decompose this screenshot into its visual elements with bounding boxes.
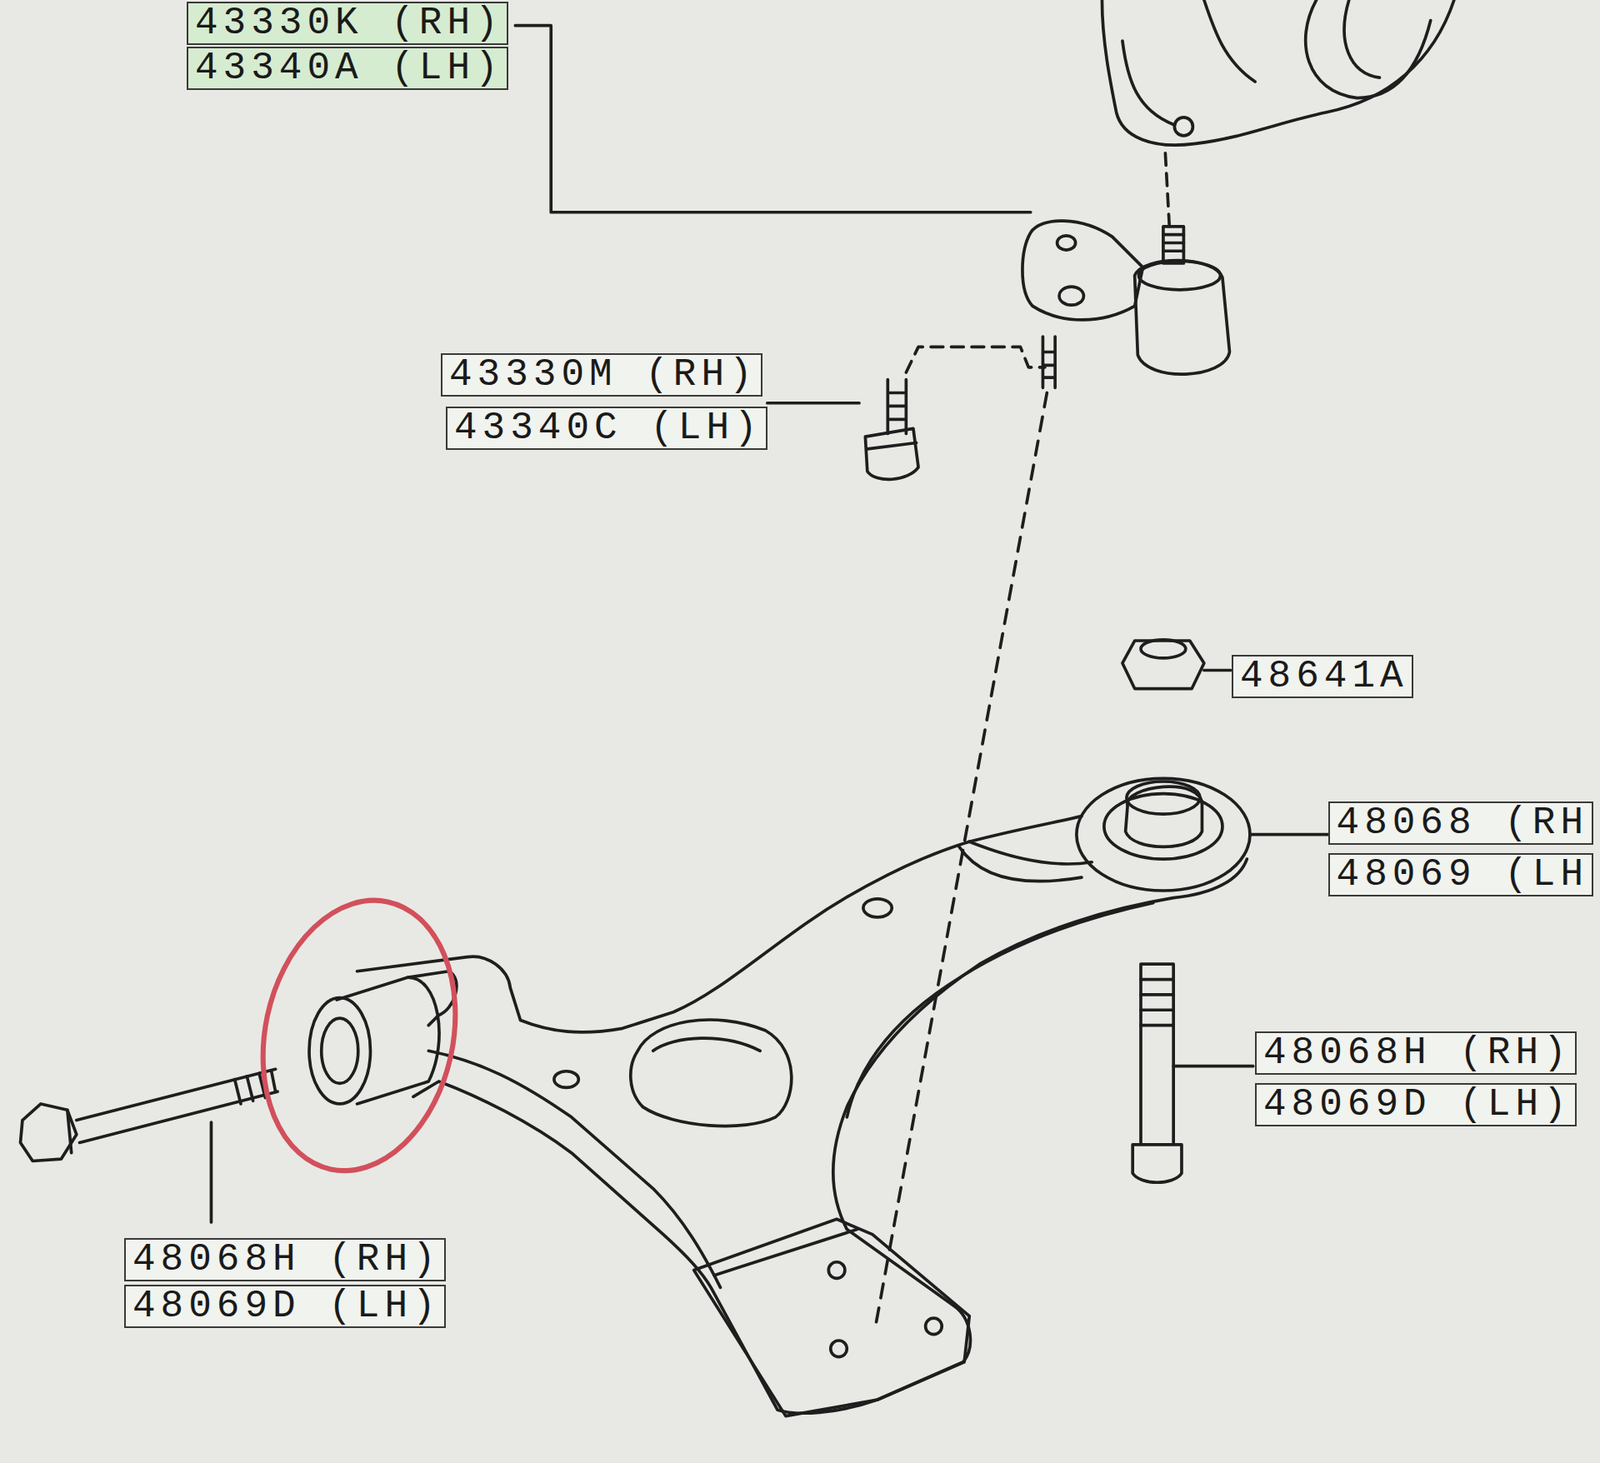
callout-number: 48641A [1231, 655, 1414, 699]
callout-number: 48068H (RH) [124, 1238, 446, 1282]
callout-number: 43330M (RH) [440, 353, 763, 397]
callout-number: 48069D (LH) [1255, 1083, 1577, 1127]
callout-number: 48069 (LH [1328, 853, 1594, 897]
callout-number: 48068H (RH) [1255, 1031, 1577, 1075]
callout-number: 43340C (LH) [445, 406, 768, 450]
callout-number: 48069D (LH) [124, 1285, 446, 1329]
callout-number: 43340A (LH) [186, 46, 509, 90]
callout-number: 48068 (RH [1328, 801, 1594, 845]
callout-number: 43330K (RH) [186, 1, 509, 45]
